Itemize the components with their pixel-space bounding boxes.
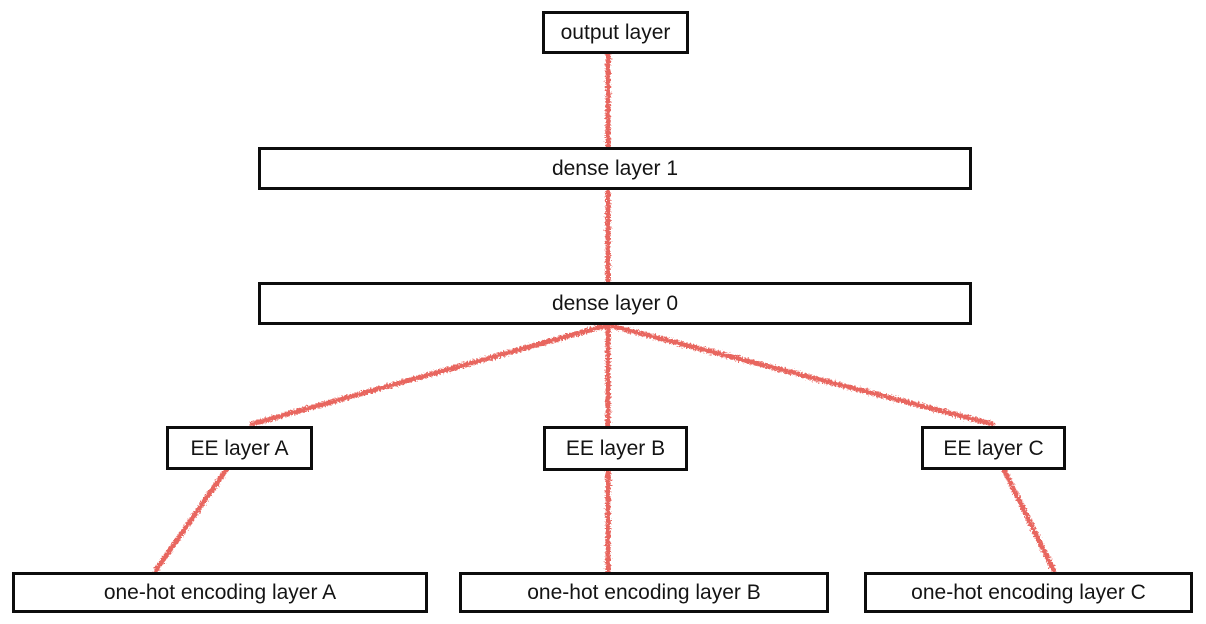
node-dense1: dense layer 1 (258, 147, 972, 190)
node-ee-c: EE layer C (921, 426, 1066, 470)
node-label-onehot-c: one-hot encoding layer C (911, 581, 1146, 604)
node-ee-b: EE layer B (543, 426, 688, 471)
node-ee-a: EE layer A (166, 426, 313, 470)
node-label-output: output layer (560, 21, 671, 44)
edge-group (153, 51, 1057, 575)
node-label-dense1: dense layer 1 (551, 157, 679, 180)
edge-ee-a-to-onehot-a (153, 467, 229, 573)
node-onehot-a: one-hot encoding layer A (12, 572, 428, 613)
node-label-ee-c: EE layer C (943, 436, 1044, 460)
node-label-ee-a: EE layer A (190, 436, 289, 460)
node-onehot-b: one-hot encoding layer B (459, 572, 829, 613)
node-label-ee-b: EE layer B (565, 437, 666, 460)
edge-dense0-to-ee-c (605, 322, 995, 427)
node-label-dense0: dense layer 0 (551, 292, 679, 315)
edge-dense0-to-ee-a (249, 322, 611, 427)
node-onehot-c: one-hot encoding layer C (864, 572, 1193, 613)
node-output: output layer (542, 11, 689, 54)
node-dense0: dense layer 0 (258, 282, 972, 325)
edge-ee-c-to-onehot-c (1001, 467, 1057, 574)
node-label-onehot-a: one-hot encoding layer A (103, 581, 337, 604)
node-label-onehot-b: one-hot encoding layer B (527, 581, 761, 604)
